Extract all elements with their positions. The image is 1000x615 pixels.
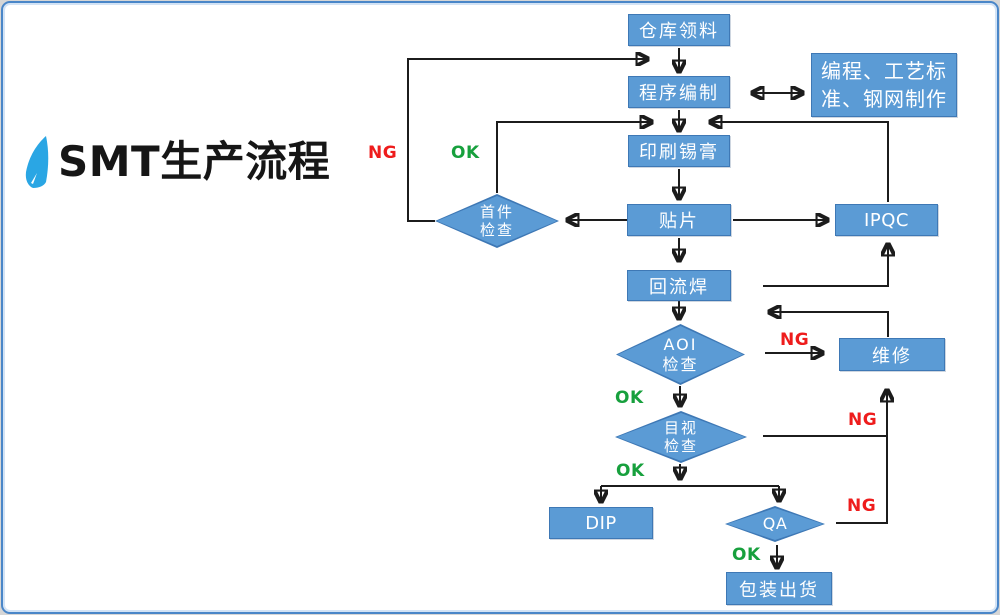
decision-first-article: 首件 检查	[435, 194, 559, 248]
node-warehouse-label: 仓库领料	[639, 21, 719, 42]
title-block: SMT生产流程	[24, 136, 330, 188]
ok-label-first-article: OK	[451, 143, 480, 163]
decision-aoi-line2: 检查	[662, 354, 699, 374]
ng-label-visual: NG	[848, 410, 878, 430]
arrow-reflow-to-ipqc	[763, 244, 888, 287]
node-dip-label: DIP	[585, 512, 617, 534]
ng-label-qa: NG	[847, 496, 877, 516]
node-ipqc-label: IPQC	[864, 209, 909, 231]
node-prep-label-line2: 准、钢网制作	[821, 87, 947, 111]
ok-label-aoi: OK	[615, 388, 644, 408]
logo-icon	[25, 136, 49, 188]
decision-visual: 目视 检查	[615, 411, 747, 463]
node-reflow-label: 回流焊	[649, 276, 709, 298]
decision-first-article-line1: 首件	[479, 203, 514, 221]
node-mount: 贴片	[627, 204, 731, 236]
node-mount-label: 贴片	[659, 211, 699, 232]
ng-label-first-article: NG	[368, 143, 398, 163]
decision-qa-line1: QA	[762, 514, 788, 533]
node-solder-print: 印刷锡膏	[628, 135, 730, 167]
node-repair: 维修	[839, 338, 945, 371]
node-ipqc: IPQC	[835, 204, 938, 236]
node-packing-label: 包装出货	[739, 579, 819, 601]
decision-qa: QA	[725, 506, 825, 542]
node-programming-label: 程序编制	[639, 83, 719, 104]
decision-visual-line2: 检查	[663, 437, 698, 455]
arrow-ipqc-back-to-print	[710, 122, 889, 202]
ok-label-visual: OK	[616, 461, 645, 481]
node-packing: 包装出货	[726, 572, 832, 605]
node-prep-label-line1: 编程、工艺标	[821, 59, 947, 83]
node-dip: DIP	[549, 507, 653, 539]
node-solder-print-label: 印刷锡膏	[639, 142, 719, 163]
page-title: SMT生产流程	[58, 137, 331, 186]
node-reflow: 回流焊	[627, 270, 731, 301]
decision-first-article-line2: 检查	[479, 221, 514, 239]
node-prep: 编程、工艺标 准、钢网制作	[811, 53, 957, 117]
node-warehouse: 仓库领料	[628, 14, 730, 46]
ng-label-aoi: NG	[780, 330, 810, 350]
decision-aoi: AOI 检查	[616, 324, 745, 385]
decision-visual-line1: 目视	[663, 419, 698, 437]
ok-label-qa: OK	[732, 545, 761, 565]
node-programming: 程序编制	[628, 76, 730, 108]
node-repair-label: 维修	[872, 345, 912, 367]
decision-aoi-line1: AOI	[663, 334, 698, 354]
